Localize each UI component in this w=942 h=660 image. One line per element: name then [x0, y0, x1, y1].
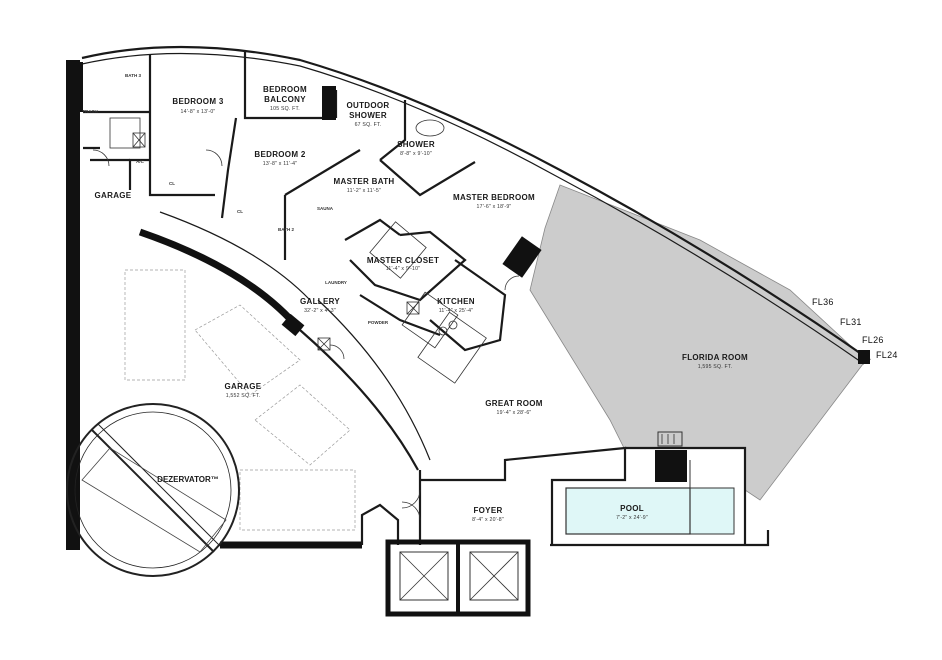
bedroom2-name: BEDROOM 2 — [254, 150, 305, 159]
master-bedroom-dim: 17'-6" x 18'-9" — [477, 204, 512, 210]
gallery-name: GALLERY — [300, 297, 340, 306]
shower-name: SHOWER — [397, 140, 435, 149]
inner-arc — [159, 211, 311, 301]
outer-facade — [81, 45, 871, 361]
kitchen-name: KITCHEN — [437, 297, 475, 306]
master-closet-dim: 11'-4" x 9'-10" — [386, 266, 421, 272]
ac-label: A/C — [136, 159, 145, 164]
master-bath-dim: 11'-2" x 11'-5" — [347, 188, 381, 194]
corner-block — [858, 350, 870, 364]
floor-label-fl31: FL31 — [840, 317, 862, 327]
bottom-wall-2 — [360, 503, 400, 545]
pool-name: POOL — [620, 504, 644, 513]
dezervator-name: DEZERVATOR™ — [157, 475, 219, 484]
master-wall-block — [502, 236, 542, 278]
foyer-dim: 8'-4" x 20'-8" — [472, 517, 504, 523]
pool-wall-block — [655, 450, 687, 482]
garage-main-name: GARAGE — [225, 382, 262, 391]
kitchen-dim: 11'-4" x 25'-4" — [439, 308, 474, 314]
left-wall — [66, 60, 80, 550]
florida-room-name: FLORIDA ROOM — [682, 353, 748, 362]
florida-room-fill — [529, 184, 867, 501]
pool-fill — [565, 487, 735, 535]
floor-label-fl26: FL26 — [862, 335, 884, 345]
cl1-label: CL — [169, 181, 175, 186]
garage-small-name: GARAGE — [95, 191, 132, 200]
florida-room-dim: 1,595 SQ. FT. — [698, 364, 733, 370]
dezervator-circle — [66, 403, 240, 577]
gallery-arc-2 — [317, 299, 431, 461]
foyer-name: FOYER — [473, 506, 502, 515]
door-swings — [92, 149, 520, 521]
parking-outlines — [124, 269, 356, 531]
laundry-label: LAUNDRY — [325, 280, 347, 285]
outdoor-shower-name2: SHOWER — [349, 111, 387, 120]
bath2-label: BATH 2 — [278, 227, 294, 232]
great-room-name: GREAT ROOM — [485, 399, 543, 408]
shower-wall-block — [322, 86, 336, 120]
pool-dim: 7'-2" x 24'-9" — [616, 515, 648, 521]
bedroom2-dim: 13'-8" x 11'-4" — [263, 161, 298, 167]
cl2-label: CL — [237, 209, 243, 214]
vent — [657, 431, 683, 447]
bedroom3-name: BEDROOM 3 — [172, 97, 223, 106]
left-wall-inner — [80, 62, 83, 112]
sauna-label: SAUNA — [317, 206, 334, 211]
gallery-dim: 32'-2" x 4'-3" — [304, 308, 336, 314]
elevators — [385, 539, 531, 617]
gallery-arc — [299, 329, 419, 471]
master-bath-name: MASTER BATH — [334, 177, 395, 186]
bedroom3-dim: 14'-8" x 13'-0" — [181, 109, 216, 115]
floor-label-fl36: FL36 — [812, 297, 834, 307]
bedroom-balcony-dim: 105 SQ. FT. — [270, 106, 300, 112]
bath3-label: BATH 3 — [125, 73, 141, 78]
master-bedroom-name: MASTER BEDROOM — [453, 193, 535, 202]
great-room-dim: 19'-4" x 28'-6" — [497, 410, 532, 416]
dezervator-beam — [91, 429, 215, 553]
floor-label-fl24: FL24 — [876, 350, 898, 360]
bedroom-balcony-name2: BALCONY — [264, 95, 306, 104]
master-closet-name: MASTER CLOSET — [367, 256, 439, 265]
garage-main-dim: 1,552 SQ. FT. — [226, 393, 261, 399]
gallery-wall-block — [281, 313, 305, 337]
shower-dim: 8'-8" x 9'-10" — [400, 151, 432, 157]
dezervator-beam-2 — [97, 423, 221, 547]
trash-label: TRASH — [82, 109, 98, 114]
outer-facade-inner — [81, 52, 865, 365]
bottom-wall-right — [550, 530, 770, 547]
partitions — [83, 52, 747, 545]
dezervator-inner — [74, 411, 232, 569]
powder-label: POWDER — [368, 320, 389, 325]
bedroom-balcony-name1: BEDROOM — [263, 85, 307, 94]
garage-arc-wall — [138, 228, 303, 333]
outdoor-shower-name1: OUTDOOR — [347, 101, 390, 110]
outdoor-shower-dim: 67 SQ. FT. — [355, 122, 382, 128]
dezervator-platform — [81, 447, 227, 553]
fixtures — [109, 117, 487, 384]
